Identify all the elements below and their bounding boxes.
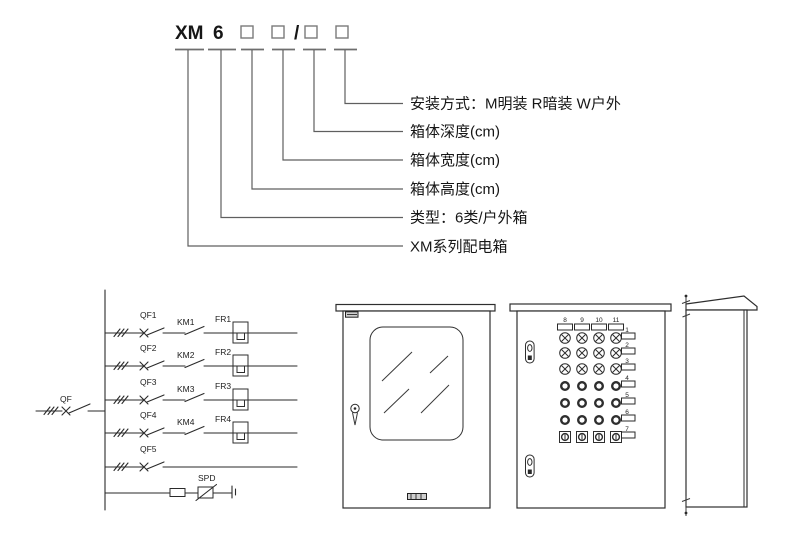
branch-1-relay-label: FR1 xyxy=(215,314,231,324)
nameplate-top xyxy=(345,311,359,318)
placeholder-box-4 xyxy=(335,25,349,39)
side-view xyxy=(681,294,758,516)
rain-cap-panel xyxy=(509,303,672,312)
column-label-11: 11 xyxy=(613,317,620,324)
branch-2-contactor-label: KM2 xyxy=(177,350,195,360)
label-type: 类型：6类/户外箱 xyxy=(410,210,528,227)
model-designation: XM 6 / 安装方式：M明装 R暗装 W户外 箱体深度(cm) 箱体宽度(cm… xyxy=(175,23,621,256)
spd-group: SPD xyxy=(104,473,237,502)
terminal-tag xyxy=(621,397,636,405)
branch-4-circuit xyxy=(104,421,298,444)
branch-5-breaker-label: QF5 xyxy=(140,444,157,454)
main-breaker-label: QF xyxy=(60,394,72,404)
front-view xyxy=(335,303,496,509)
label-box-depth: 箱体深度(cm) xyxy=(410,124,500,141)
hinge-pin-top xyxy=(681,294,691,318)
nameplate-bottom xyxy=(407,493,427,500)
placeholder-box-1 xyxy=(240,25,254,39)
row-number-tags: 1 2 3 4 5 6 7 xyxy=(621,327,636,439)
terminal-tag xyxy=(621,431,636,439)
branch-4-breaker-label: QF4 xyxy=(140,410,157,420)
fuse-symbol xyxy=(169,488,186,497)
terminal-tag xyxy=(621,332,636,340)
branch-3-relay-label: FR3 xyxy=(215,381,231,391)
label-series: XM系列配电箱 xyxy=(410,239,508,256)
branch-4-contactor-label: KM4 xyxy=(177,417,195,427)
row-label-5: 5 xyxy=(625,392,629,399)
label-box-height: 箱体高度(cm) xyxy=(410,181,500,198)
row-label-4: 4 xyxy=(625,375,629,382)
row-label-1: 1 xyxy=(625,327,629,334)
branch-3-contactor-label: KM3 xyxy=(177,384,195,394)
cabinet-body-front xyxy=(342,310,491,509)
terminal-tag xyxy=(608,323,624,331)
main-breaker-group: QF xyxy=(35,394,106,416)
model-prefix: XM xyxy=(175,23,204,44)
placeholder-box-2 xyxy=(271,25,285,39)
branch-5-circuit xyxy=(104,461,298,472)
terminal-tag xyxy=(621,347,636,355)
branch-3-breaker-label: QF3 xyxy=(140,377,157,387)
label-box-width: 箱体宽度(cm) xyxy=(410,152,500,169)
model-separator: / xyxy=(294,23,300,44)
hinge-pin-bottom xyxy=(681,496,691,516)
cabinet-body-panel xyxy=(516,310,666,509)
branch-1-contactor-label: KM1 xyxy=(177,317,195,327)
branch-2-circuit xyxy=(104,354,298,377)
terminal-tag xyxy=(621,414,636,422)
panel-view: 8 9 10 11 xyxy=(509,303,672,509)
branch-1-circuit xyxy=(104,321,298,344)
rain-cap-front xyxy=(335,303,496,312)
terminal-tag xyxy=(574,323,590,331)
row-label-3: 3 xyxy=(625,358,629,365)
row-label-2: 2 xyxy=(625,342,629,349)
rain-cap-side xyxy=(685,295,758,311)
terminal-tag xyxy=(621,363,636,371)
terminal-tag xyxy=(557,323,573,331)
branch-3-circuit xyxy=(104,388,298,411)
column-label-10: 10 xyxy=(595,317,603,324)
row-label-7: 7 xyxy=(625,426,629,433)
placeholder-box-3 xyxy=(304,25,318,39)
leader-lines xyxy=(175,48,403,247)
cabinet-body-side xyxy=(685,309,748,508)
branch-2-relay-label: FR2 xyxy=(215,347,231,357)
column-label-8: 8 xyxy=(563,317,567,324)
door-lock-icon xyxy=(350,403,360,426)
label-install-mode: 安装方式：M明装 R暗装 W户外 xyxy=(410,96,621,113)
column-header-tags: 8 9 10 11 xyxy=(557,317,624,331)
column-label-9: 9 xyxy=(580,317,584,324)
terminal-tag xyxy=(621,380,636,388)
branch-2-breaker-label: QF2 xyxy=(140,343,157,353)
window-reflections xyxy=(381,351,450,414)
branch-4-relay-label: FR4 xyxy=(215,414,231,424)
row-label-6: 6 xyxy=(625,409,629,416)
door-window xyxy=(369,326,464,441)
model-type-digit: 6 xyxy=(213,23,224,44)
terminal-tag xyxy=(591,323,607,331)
circuit-diagram: QF QF1 KM1 FR1 QF2 KM2 FR2 QF3 KM3 FR3 Q… xyxy=(35,289,298,511)
branch-1-breaker-label: QF1 xyxy=(140,310,157,320)
spd-label: SPD xyxy=(198,473,215,483)
